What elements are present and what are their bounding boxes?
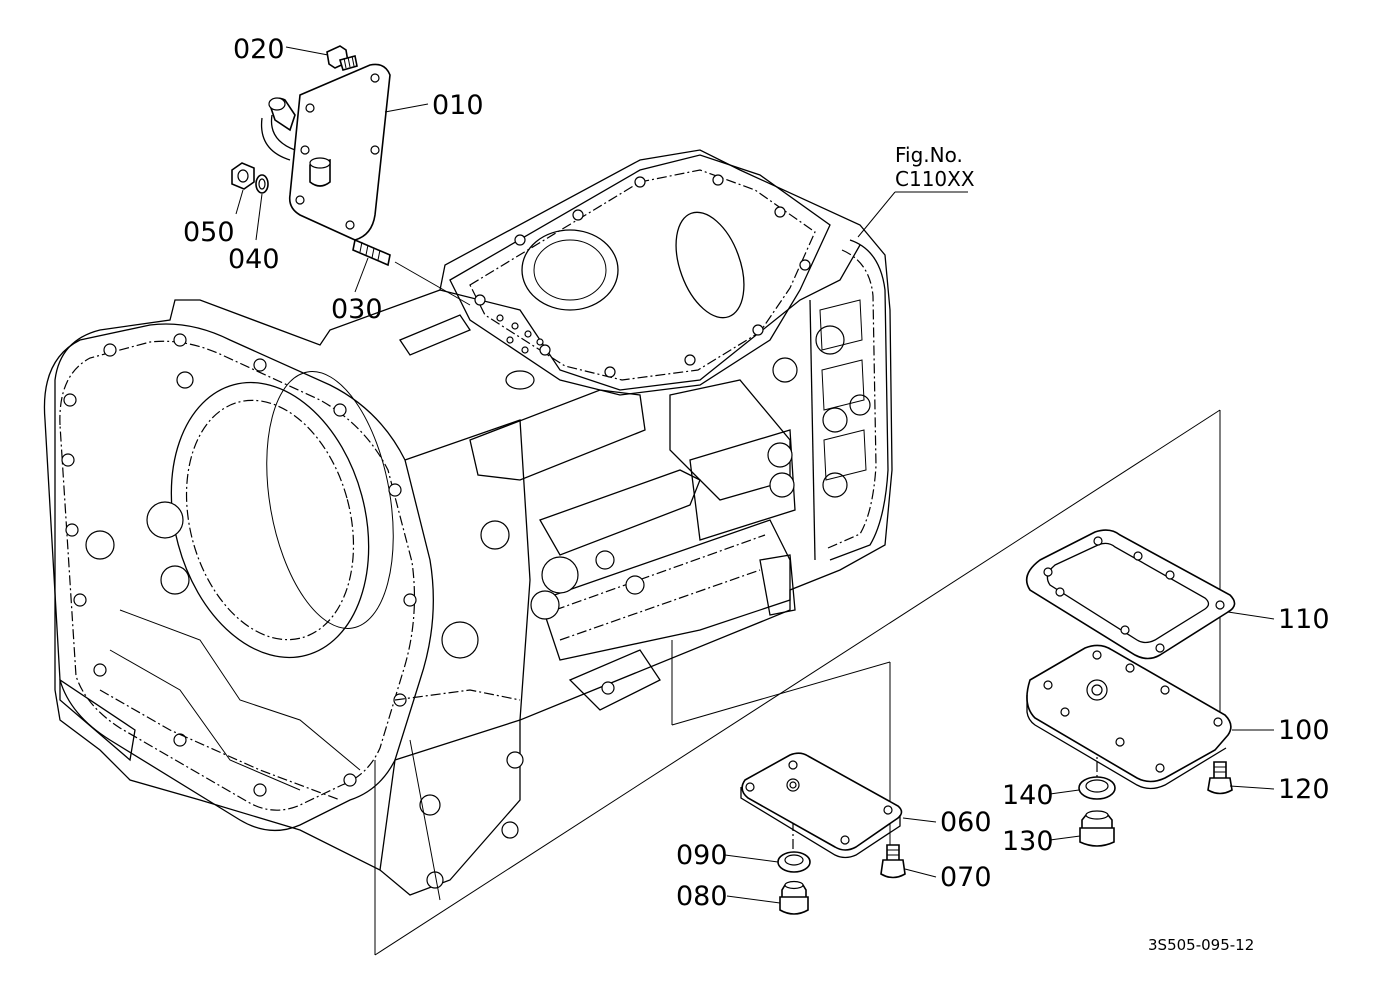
part-030-stud	[352, 238, 391, 267]
part-140-seal-washer	[1078, 776, 1116, 800]
part-100-cover	[1026, 644, 1232, 790]
callout-080: 080	[676, 881, 728, 912]
drawing-number: 3S505-095-12	[1148, 936, 1254, 954]
callout-060: 060	[940, 807, 992, 838]
part-080-plug	[779, 880, 809, 915]
part-010-cover-plate	[260, 63, 391, 241]
callout-040: 040	[228, 244, 280, 275]
callout-110: 110	[1278, 604, 1330, 635]
transmission-case	[43, 149, 893, 901]
part-060-small-cover	[740, 752, 903, 859]
part-070-bolt	[880, 844, 906, 879]
part-040-washer	[255, 174, 269, 194]
part-120-bolt	[1207, 761, 1233, 795]
callout-020: 020	[233, 34, 285, 65]
callout-090: 090	[676, 840, 728, 871]
callout-140: 140	[1002, 780, 1054, 811]
callout-010: 010	[432, 90, 484, 121]
callout-070: 070	[940, 862, 992, 893]
top-opening-holes	[474, 174, 811, 378]
flange-bolt-holes	[61, 333, 417, 797]
callout-120: 120	[1278, 774, 1330, 805]
callout-050: 050	[183, 217, 235, 248]
part-020-bolt	[326, 45, 358, 71]
part-050-nut	[231, 162, 255, 190]
part-090-seal-washer	[777, 851, 811, 873]
callout-130: 130	[1002, 826, 1054, 857]
callout-030: 030	[331, 294, 383, 325]
fig-no-code: C110XX	[895, 167, 975, 191]
part-110-gasket	[1025, 529, 1236, 660]
assembly-guide-lines	[374, 261, 1221, 956]
fig-no-label: Fig.No.	[895, 143, 963, 167]
figure-reference: Fig.No. C110XX	[895, 143, 975, 191]
callout-leaders	[235, 46, 1275, 904]
callout-100: 100	[1278, 715, 1330, 746]
part-130-plug	[1079, 810, 1115, 847]
